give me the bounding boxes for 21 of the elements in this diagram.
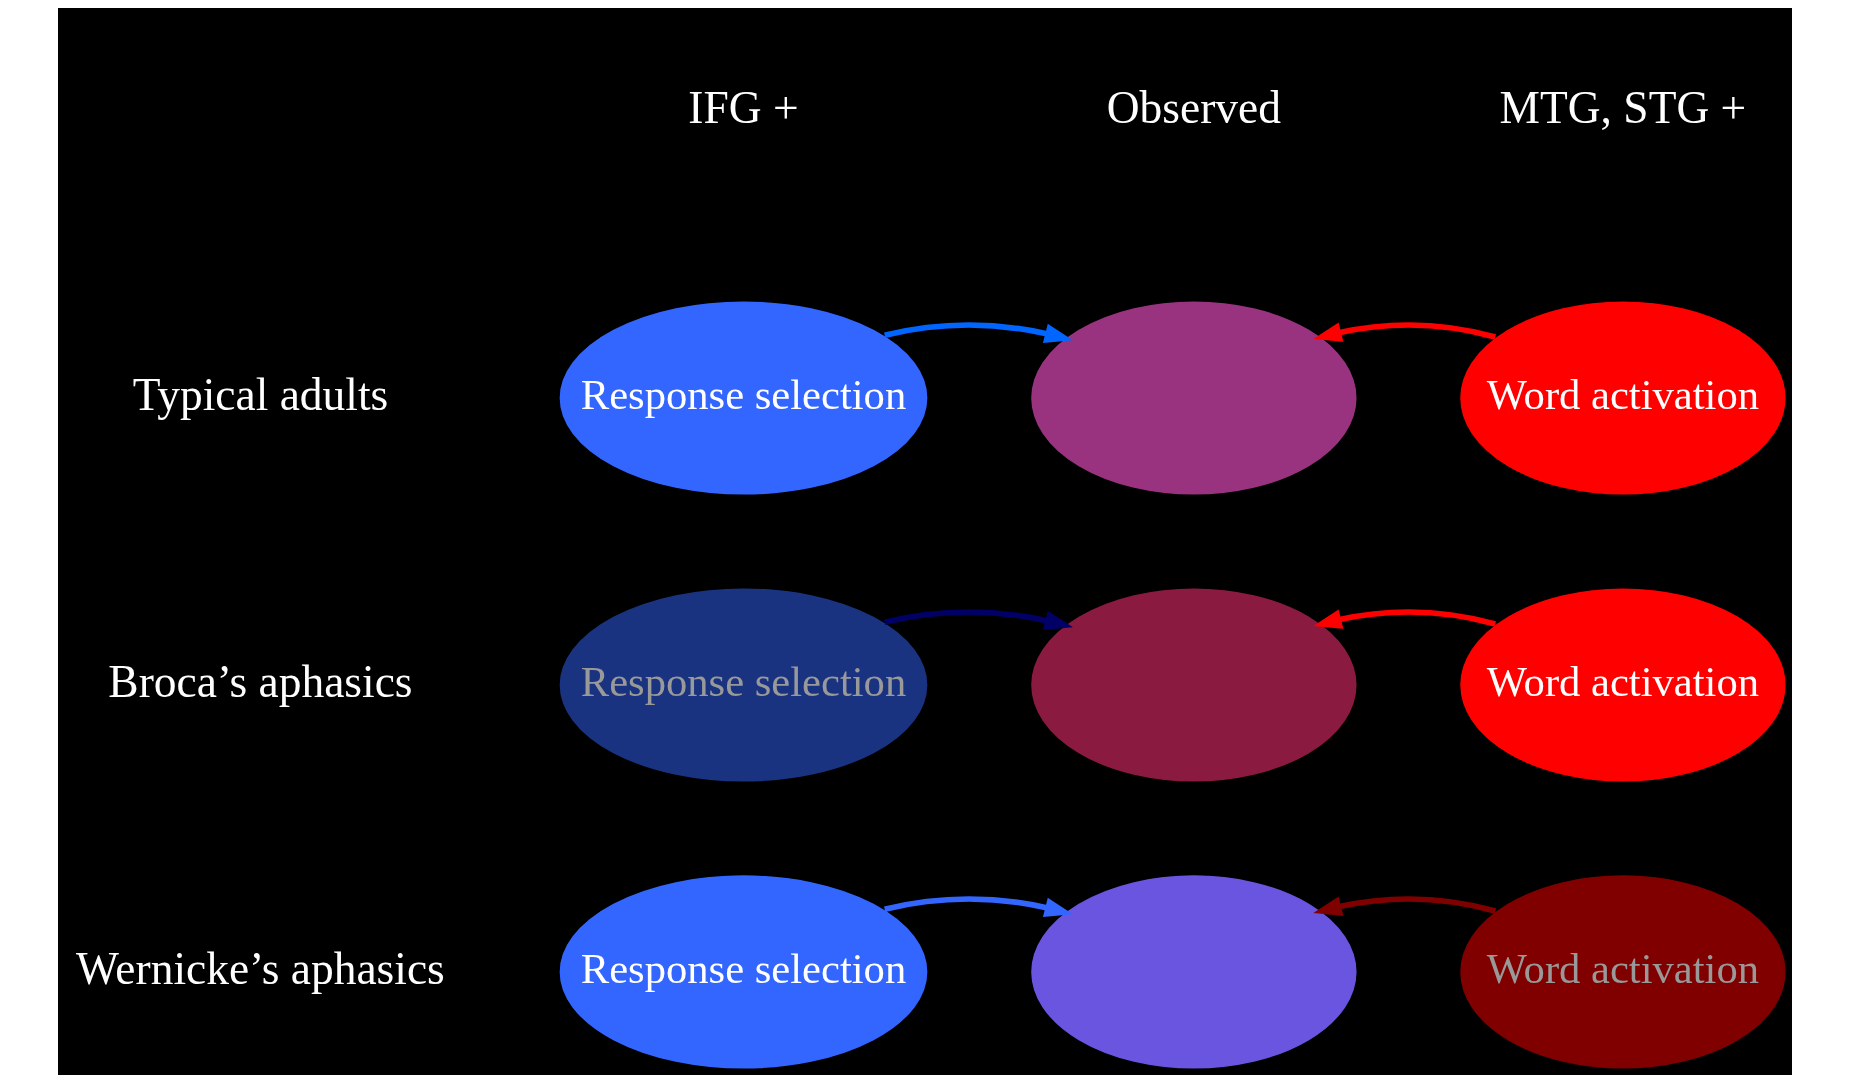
node-ellipse <box>1029 300 1358 497</box>
label: IFG + <box>688 81 799 133</box>
arrow <box>1313 322 1496 342</box>
label: MTG, STG + <box>1499 81 1747 133</box>
label: Wernicke’s aphasics <box>76 942 445 994</box>
arrow <box>884 322 1073 344</box>
node-ellipse: Response selection <box>558 300 929 497</box>
label: Broca’s aphasics <box>108 655 413 707</box>
node-ellipse <box>1029 873 1358 1070</box>
node-ellipse: Response selection <box>558 586 929 783</box>
arrow <box>1313 609 1496 629</box>
arrow <box>1313 896 1496 916</box>
label: Observed <box>1106 81 1281 133</box>
node-ellipse: Word activation <box>1458 586 1788 783</box>
arrow <box>884 609 1073 631</box>
label: Typical adults <box>132 368 389 420</box>
node-ellipse: Response selection <box>558 873 929 1070</box>
node-ellipse <box>1029 586 1358 783</box>
node-ellipse: Word activation <box>1458 300 1788 497</box>
arrow <box>884 896 1073 918</box>
node-ellipse: Word activation <box>1458 873 1788 1070</box>
